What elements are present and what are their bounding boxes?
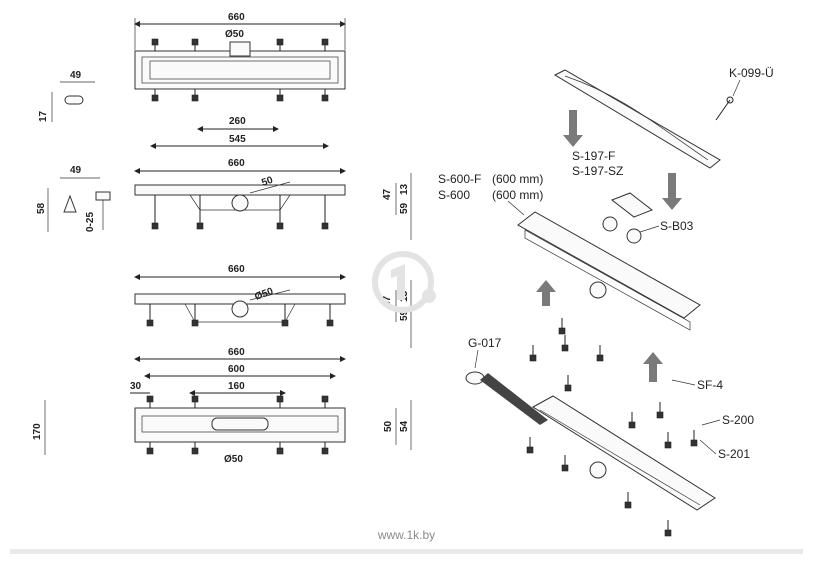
side-view-1-d260: 260: [229, 116, 246, 127]
foot-pad: [146, 395, 154, 403]
side-view-1-h59: 59: [399, 202, 410, 214]
end-view-2-h58: 58: [36, 202, 47, 214]
label-sf4: SF-4: [697, 378, 723, 392]
foot-pad: [191, 447, 199, 455]
foot-pad: [321, 94, 329, 102]
bottom-view: 660 600 30 160 170 Ø50 50 54: [32, 347, 412, 465]
bottom-view-d600: 600: [228, 364, 245, 375]
foot-pad: [276, 38, 284, 46]
end-view-1-height: 17: [38, 110, 49, 122]
side-view-2-h59: 59: [399, 309, 410, 321]
foot-pad: [191, 94, 199, 102]
watermark-logo-icon: [372, 251, 436, 313]
side-view-1: 260 545 660 50 47 59 13: [134, 116, 412, 240]
end-view-2-h025: 0-25: [85, 212, 96, 232]
foot-pad: [151, 94, 159, 102]
side-view-1-d660: 660: [228, 158, 245, 169]
foot-pad: [321, 395, 329, 403]
foot-pad: [558, 327, 566, 335]
site-credit: www.1k.by: [377, 528, 436, 542]
membrane-roll: [465, 371, 485, 385]
foot-pad: [276, 395, 284, 403]
label-k099: K-099-Ü: [729, 66, 774, 80]
arrow-up-2: [643, 352, 663, 382]
side-view-2-d660: 660: [228, 264, 245, 275]
label-s200: S-200: [722, 413, 754, 427]
foot-pad: [529, 354, 537, 362]
end-view-2: 49 58 0-25: [36, 165, 111, 232]
grate-part: [553, 69, 721, 169]
side-view-1-outlet: 50: [260, 175, 275, 189]
footer-bar: [10, 549, 803, 554]
bottom-view-d160: 160: [228, 381, 245, 392]
label-s197sz: S-197-SZ: [572, 164, 623, 178]
hook-part: [715, 99, 731, 121]
label-g017: G-017: [468, 336, 502, 350]
foot-pad: [276, 222, 284, 230]
label-s600f: S-600-F: [438, 172, 481, 186]
foot-pad: [276, 94, 284, 102]
foot-pad: [321, 38, 329, 46]
bottom-view-d170: 170: [32, 423, 43, 440]
side-view-1-h47: 47: [382, 188, 393, 200]
foot-pad: [690, 439, 698, 447]
label-s600f-size: (600 mm): [492, 172, 543, 186]
arrow-down-1: [563, 110, 583, 147]
side-view-2: 660 Ø50 47 59 13: [134, 264, 412, 348]
bottom-view-outlet: Ø50: [224, 454, 243, 465]
foot-pad: [326, 319, 334, 327]
bottom-view-d660: 660: [228, 347, 245, 358]
foot-pad: [191, 38, 199, 46]
seal-ball-2: [626, 228, 642, 244]
label-s201: S-201: [718, 447, 750, 461]
foot-pad: [656, 411, 664, 419]
foot-pad: [561, 344, 569, 352]
exploded-view: K-099-Ü S-197-F S-197-SZ S-B03 S-600-F (…: [438, 66, 774, 537]
arrow-up-1: [536, 280, 556, 306]
label-s600-size: (600 mm): [492, 188, 543, 202]
seal-ball-1: [602, 216, 618, 232]
foot-pad: [191, 395, 199, 403]
channel-part: [517, 211, 701, 319]
assembled-channel: [532, 395, 716, 511]
bottom-view-h54: 54: [399, 420, 410, 432]
foot-pad: [624, 501, 632, 509]
foot-pad: [564, 384, 572, 392]
foot-pad: [596, 354, 604, 362]
foot-pad: [628, 421, 636, 429]
side-view-2-h47: 47: [382, 295, 393, 307]
label-s197f: S-197-F: [572, 149, 615, 163]
foot-pad: [664, 441, 672, 449]
top-view-1: 660 Ø50: [134, 12, 346, 102]
foot-pad: [151, 38, 159, 46]
end-view-1: 49 17: [38, 70, 95, 122]
side-view-1-h13: 13: [399, 183, 410, 195]
label-sb03: S-B03: [660, 219, 694, 233]
foot-pad: [146, 319, 154, 327]
foot-pad: [196, 222, 204, 230]
side-view-1-d545: 545: [229, 134, 246, 145]
foot-pad: [561, 464, 569, 472]
end-view-1-width: 49: [70, 70, 82, 81]
end-view-2-width: 49: [70, 165, 82, 176]
foot-pad: [151, 222, 159, 230]
top-view-width: 660: [228, 12, 245, 23]
seal-plate: [610, 192, 654, 218]
membrane-strip: [480, 373, 548, 425]
foot-pad: [146, 447, 154, 455]
foot-pad: [664, 529, 672, 537]
top-view-outlet: Ø50: [225, 29, 244, 40]
foot-pad: [526, 446, 534, 454]
foot-pad: [191, 319, 199, 327]
foot-pad: [321, 222, 329, 230]
foot-pad: [321, 447, 329, 455]
bottom-view-d30: 30: [130, 381, 142, 392]
arrow-down-2: [662, 173, 682, 210]
foot-pad: [281, 319, 289, 327]
foot-pad: [276, 447, 284, 455]
label-s600: S-600: [438, 188, 470, 202]
bottom-view-h50: 50: [383, 420, 394, 432]
